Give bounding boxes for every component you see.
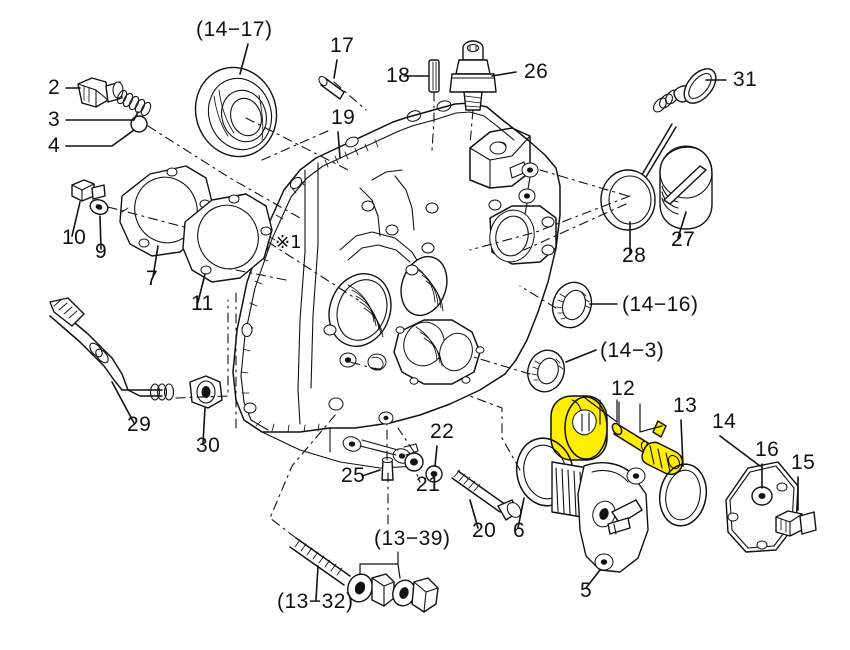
annotation-mark-1: ※1 — [275, 232, 302, 253]
callout-20: 20 — [472, 519, 496, 542]
part-14-3-oil-seal — [526, 349, 566, 393]
part-11-gasket — [182, 193, 273, 283]
callout-14-16: (14−16) — [622, 293, 698, 316]
part-28-o-ring — [600, 169, 656, 231]
part-16-washer — [751, 486, 773, 506]
part-13-o-ring — [658, 463, 708, 527]
leader-lines — [65, 43, 799, 601]
callout-30: 30 — [196, 434, 220, 457]
callout-12: 12 — [611, 377, 635, 400]
part-22-washer — [425, 465, 443, 483]
callout-28: 28 — [622, 244, 646, 267]
part-10-bolt — [71, 179, 106, 202]
part-26-oil-pressure-switch — [449, 40, 497, 111]
part-20-bolt — [451, 469, 522, 521]
callout-21: 21 — [416, 473, 440, 496]
callout-labels: 2 3 4 10 9 7 11 (14−17) 17 18 19 26 31 2… — [48, 18, 815, 613]
assembly-guide-lines — [107, 81, 631, 539]
callout-15: 15 — [791, 451, 815, 474]
part-13-32-stud-bolt — [289, 537, 351, 586]
callout-9: 9 — [95, 240, 107, 263]
callout-17: 17 — [330, 34, 354, 57]
callout-27: 27 — [671, 228, 695, 251]
part-30-nut — [189, 375, 223, 409]
part-3-spring — [116, 89, 152, 117]
part-4-steel-ball — [130, 115, 148, 133]
part-9-washer — [89, 199, 109, 215]
callout-25: 25 — [341, 464, 365, 487]
part-2-plug-bolt — [77, 77, 124, 108]
part-14-16-oil-seal — [551, 281, 593, 329]
callout-2: 2 — [48, 76, 60, 99]
callout-22: 22 — [430, 420, 454, 443]
callout-16: 16 — [755, 438, 779, 461]
part-27-oil-filler-cap — [659, 145, 713, 230]
part-12-oil-pump-rotor-set-highlighted — [550, 395, 684, 476]
callout-13-32: (13−32) — [277, 590, 353, 613]
callout-4: 4 — [48, 134, 60, 157]
callout-19: 19 — [331, 106, 355, 129]
callout-13: 13 — [673, 394, 697, 417]
callout-6: 6 — [513, 519, 525, 542]
callout-14-3: (14−3) — [600, 339, 664, 362]
callout-5: 5 — [580, 579, 592, 602]
callout-3: 3 — [48, 108, 60, 131]
callout-13-39: (13−39) — [374, 527, 450, 550]
gear-case-housing — [232, 100, 561, 469]
part-29-shift-rod — [49, 297, 175, 401]
callout-14-17: (14−17) — [196, 18, 272, 41]
callout-10: 10 — [62, 226, 86, 249]
part-21-washer — [404, 452, 424, 472]
part-15-bolt — [775, 510, 817, 537]
part-17-dowel-pin — [318, 75, 345, 100]
callout-14: 14 — [712, 410, 736, 433]
part-18-pin — [428, 59, 440, 93]
callout-7: 7 — [146, 267, 158, 290]
part-31-dipstick — [629, 68, 717, 198]
part-5-oil-pump-body — [551, 461, 649, 573]
callout-26: 26 — [524, 60, 548, 83]
ball-bearing-14-17 — [194, 66, 278, 158]
callout-31: 31 — [733, 68, 757, 91]
callout-18: 18 — [386, 64, 410, 87]
callout-29: 29 — [127, 413, 151, 436]
callout-11: 11 — [191, 292, 214, 315]
part-13-39-nut-washer-set — [347, 573, 439, 613]
